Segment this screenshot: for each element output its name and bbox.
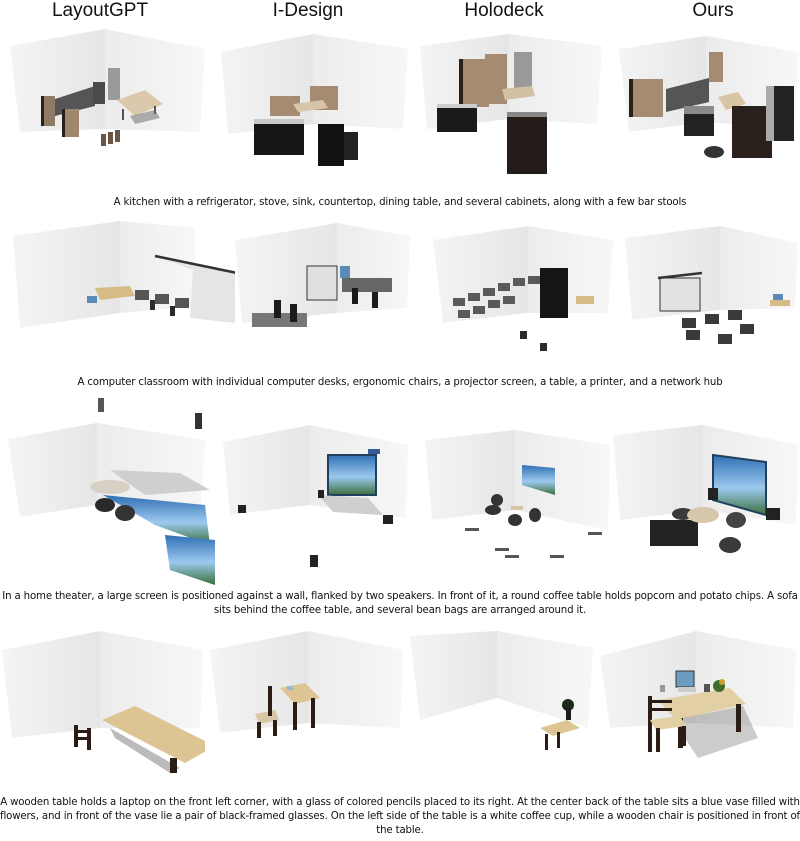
scene-table-ours	[598, 628, 800, 790]
scene-hometheater-idesign	[218, 420, 413, 585]
scene-kitchen-layoutgpt	[5, 24, 205, 189]
caption-table: A wooden table holds a laptop on the fro…	[0, 797, 800, 836]
scene-table-idesign	[205, 628, 405, 790]
scene-hometheater-ours	[608, 420, 800, 585]
scene-table-holodeck	[405, 628, 598, 790]
caption-kitchen: A kitchen with a refrigerator, stove, si…	[113, 197, 687, 208]
scene-classroom-idesign	[232, 218, 412, 368]
scene-table-layoutgpt	[0, 628, 205, 790]
scene-classroom-ours	[620, 218, 800, 368]
scene-kitchen-ours	[614, 24, 800, 189]
scene-classroom-layoutgpt	[5, 218, 235, 368]
column-header-ours: Ours	[692, 0, 734, 21]
column-header-holodeck: Holodeck	[464, 0, 544, 21]
scene-hometheater-holodeck	[420, 420, 615, 585]
column-header-layoutgpt: LayoutGPT	[51, 0, 149, 21]
scene-kitchen-holodeck	[417, 24, 607, 189]
column-header-idesign: I-Design	[272, 0, 344, 21]
scene-classroom-holodeck	[428, 218, 618, 368]
column-headers: LayoutGPT I-Design Holodeck Ours	[0, 0, 800, 22]
caption-classroom: A computer classroom with individual com…	[77, 377, 723, 388]
scene-hometheater-layoutgpt	[5, 395, 215, 585]
scene-kitchen-idesign	[218, 24, 413, 189]
caption-hometheater: In a home theater, a large screen is pos…	[2, 591, 798, 616]
